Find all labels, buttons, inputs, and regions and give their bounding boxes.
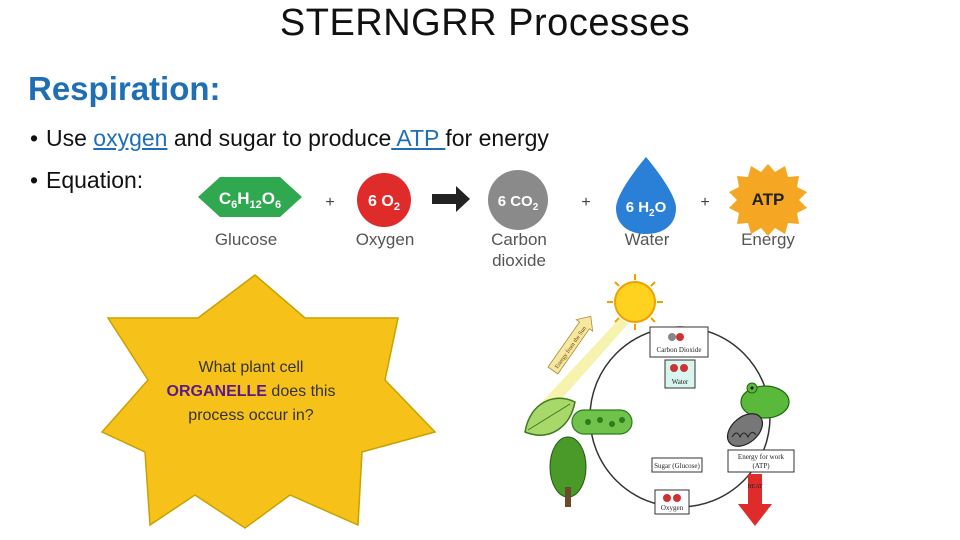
question-callout-star [100,274,437,529]
callout-question: What plant cell ORGANELLE does this proc… [155,356,347,428]
sugar-box: Sugar (Glucose) [651,457,703,473]
atp-term: ATP Energy [729,164,807,249]
bullet-item-1: • Use oxygen and sugar to produce ATP for… [30,120,549,162]
atp-link[interactable]: ATP [391,125,446,151]
co2-term: 6 CO2 Carbon dioxide [488,170,548,270]
callout-star-shape [100,274,437,529]
respiration-equation: C6H12O6 Glucose + 6 O2 Oxygen 6 CO2 Carb… [198,157,807,270]
water-label: Water [625,230,670,249]
bullet-dot: • [30,125,39,151]
plus-sign: + [325,194,334,211]
oxygen-circle-shape [357,173,411,227]
sunlight-beam [540,318,628,412]
frog-icon [740,382,790,419]
chloroplast-icon [571,409,633,435]
plus-sign: + [700,194,709,211]
bullet-text: Equation: [46,167,144,193]
water-term: 6 H2O Water [616,157,676,249]
sugar-label: Sugar (Glucose) [654,462,700,470]
water-box-label: Water [672,378,689,386]
sun-energy-arrow: Energy from the Sun [547,315,594,375]
callout-bold-term: ORGANELLE [166,383,267,400]
bullet-list: • Use oxygen and sugar to produce ATP for… [30,120,549,204]
atp-burst-shape [729,164,807,236]
bullet-text: for energy [445,125,549,151]
water-drop-shape [616,157,676,234]
glucose-label: Glucose [215,230,277,249]
leaf-icon [524,397,576,436]
section-heading: Respiration: [28,70,221,107]
bullet-text: and sugar to produce [167,125,392,151]
plus-sign: + [581,194,590,211]
co2-formula: 6 CO2 [498,193,539,213]
co2-label-line1: Carbon [491,230,547,249]
oxygen-formula: 6 O2 [368,193,400,213]
carbon-dioxide-label: Carbon Dioxide [657,346,702,354]
callout-line1: What plant cell [198,359,304,376]
carbon-dioxide-box: Carbon Dioxide [649,326,709,358]
atp-text: ATP [752,190,785,209]
co2-circle-shape [488,170,548,230]
oxygen-link[interactable]: oxygen [93,125,168,151]
energy-label-line1: Energy for work [738,453,785,461]
heat-arrow-icon: HEAT [738,474,772,526]
oxygen-box: Oxygen [654,489,690,515]
water-box: Water [664,359,696,389]
energy-label-line2: (ATP) [752,462,770,470]
oxygen-label: Oxygen [356,230,415,249]
bullet-text: Use [46,125,94,151]
mitochondrion-icon [726,413,764,447]
sun-icon [607,274,663,330]
glucose-formula: C6H12O6 [219,189,281,211]
co2-label-line2: dioxide [492,251,546,270]
energy-label: Energy [741,230,795,249]
water-formula: 6 H2O [626,199,667,219]
callout-line2: does this [266,383,336,400]
heat-label: HEAT [747,484,763,490]
bullet-item-2: • Equation: [30,162,549,204]
glucose-hexagon-shape [198,177,302,217]
respiration-cycle-diagram: Energy from the Sun Carbon Dioxide Water [524,274,795,526]
callout-line3: process occur in? [188,407,314,424]
slide-title: STERNGRR Processes [279,2,691,44]
energy-box: Energy for work (ATP) [727,449,795,473]
tree-icon [549,436,587,507]
oxygen-box-label: Oxygen [661,504,684,512]
yields-arrow-icon [432,186,470,212]
oxygen-term: 6 O2 Oxygen [356,173,415,249]
glucose-term: C6H12O6 Glucose [198,177,302,249]
bullet-dot: • [30,167,39,193]
